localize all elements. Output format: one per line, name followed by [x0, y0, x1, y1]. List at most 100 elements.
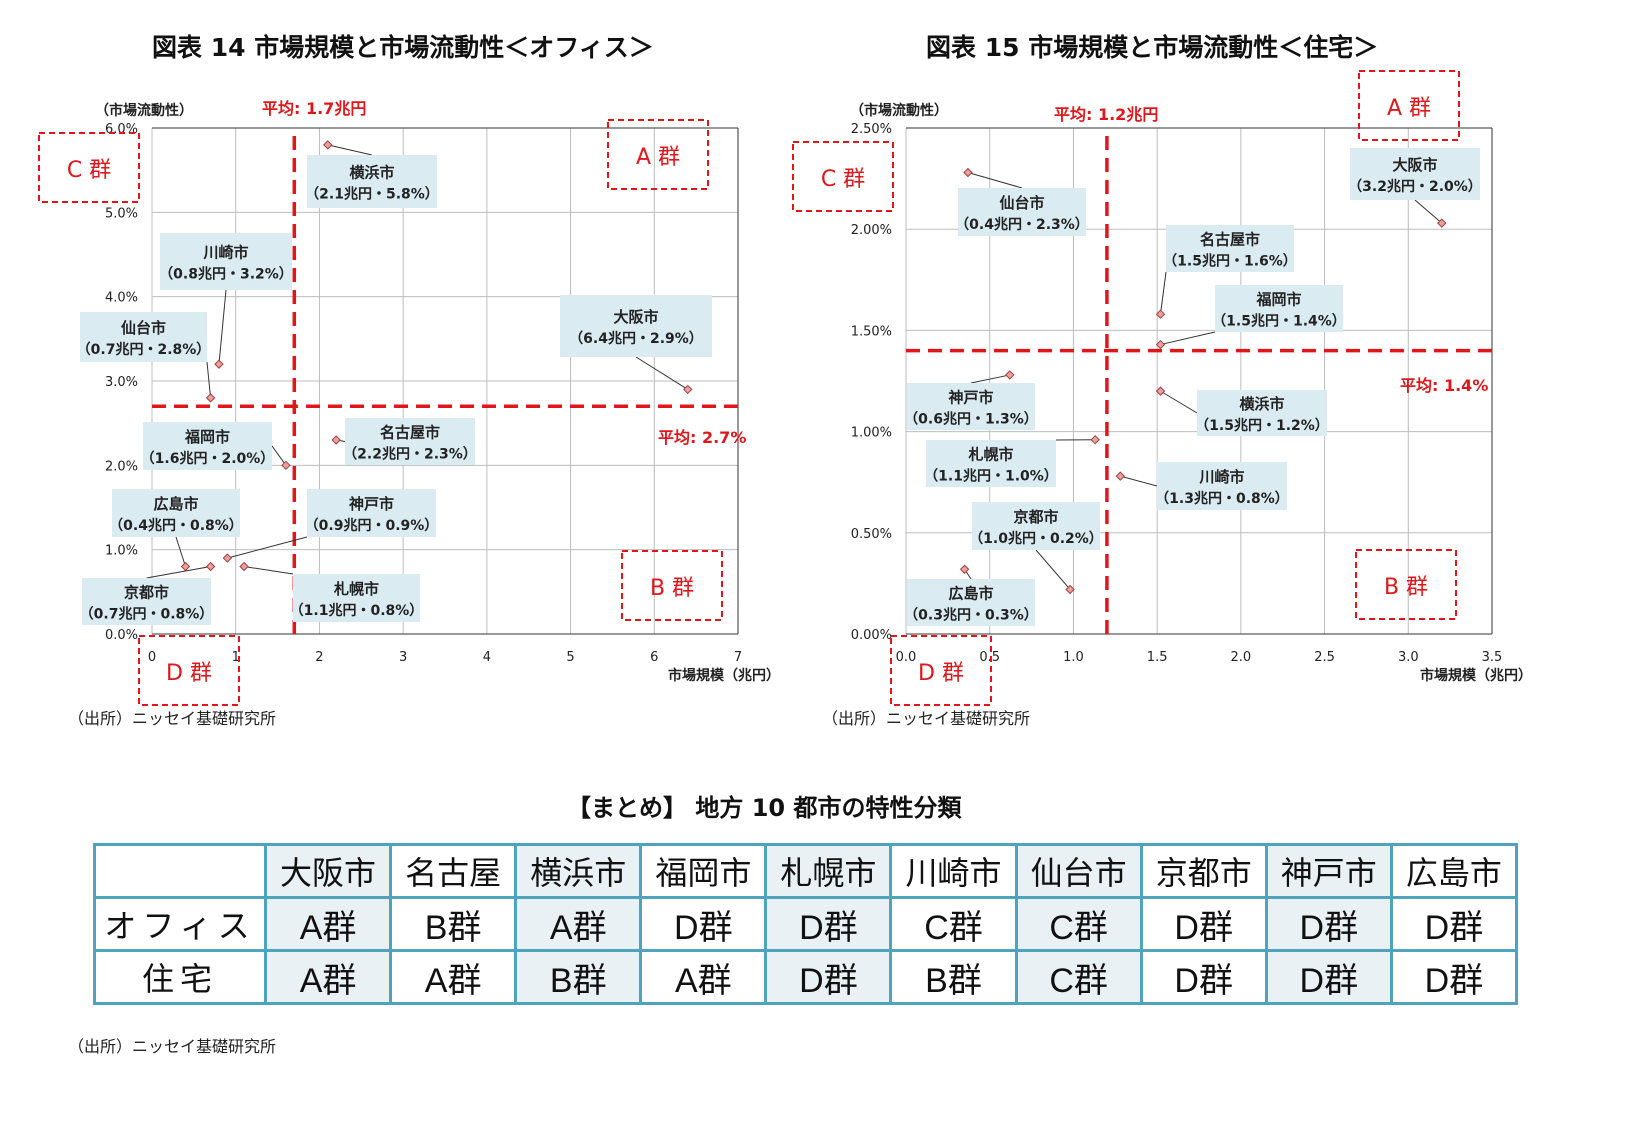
average-y-label: 平均: 2.7% [658, 428, 746, 447]
group-box [792, 141, 894, 212]
column-header: 広島市 [1389, 843, 1519, 899]
x-tick-label: 2.0 [1231, 650, 1252, 665]
x-tick-label: 3.0 [1398, 650, 1419, 665]
data-label-box [907, 383, 1035, 430]
table-corner [93, 843, 267, 899]
chart-title-office: 図表 14 市場規模と市場流動性＜オフィス＞ [152, 33, 654, 62]
leader-line [244, 566, 294, 575]
data-label-value: （1.1兆円・0.8%） [290, 603, 424, 619]
data-label-city: 横浜市 [1239, 395, 1284, 413]
data-label-city: 京都市 [1013, 508, 1058, 526]
data-label-city: 福岡市 [1255, 291, 1301, 309]
group-box [38, 132, 140, 203]
group-cell: A群 [263, 896, 393, 952]
y-tick-label: 2.50% [851, 122, 892, 137]
group-box [621, 550, 723, 621]
y-tick-label: 0.50% [851, 527, 892, 542]
group-label: A 群 [636, 145, 680, 170]
y-tick-label: 2.00% [851, 223, 892, 238]
x-tick-label: 4 [483, 650, 491, 665]
leader-line [1160, 390, 1198, 414]
column-header: 大阪市 [263, 843, 393, 899]
x-axis-label: 市場規模（兆円） [668, 667, 780, 684]
row-label: オフィス [93, 896, 267, 952]
data-label-city: 札幌市 [967, 446, 1013, 464]
group-box [890, 635, 992, 706]
y-tick-label: 1.50% [851, 324, 892, 339]
data-label-box [143, 422, 272, 470]
data-label-box [958, 188, 1086, 236]
y-tick-label: 5.0% [105, 206, 138, 221]
data-label-box [345, 418, 475, 465]
group-cell: D群 [1389, 896, 1519, 952]
data-point [205, 393, 216, 403]
data-label-box [1350, 148, 1480, 200]
leader-line [218, 289, 227, 365]
data-label-box [307, 489, 436, 537]
table-header-row: 大阪市名古屋横浜市福岡市札幌市川崎市仙台市京都市神戸市広島市 [93, 843, 1519, 899]
data-label-value: （1.5兆円・1.2%） [1195, 418, 1329, 434]
data-label-city: 名古屋市 [1200, 231, 1260, 249]
data-label-value: （1.5兆円・1.6%） [1163, 254, 1297, 270]
chart-title-housing: 図表 15 市場規模と市場流動性＜住宅＞ [926, 33, 1379, 62]
source-note-summary: （出所）ニッセイ基礎研究所 [68, 1037, 277, 1056]
group-label: A 群 [1387, 96, 1431, 121]
data-label-value: （1.0兆円・0.2%） [969, 531, 1103, 547]
data-label-value: （0.9兆円・0.9%） [305, 518, 439, 534]
group-cell: C群 [889, 896, 1018, 952]
average-x-label: 平均: 1.7兆円 [262, 99, 366, 118]
data-label-box [307, 155, 437, 208]
data-point [331, 435, 341, 445]
data-point [1437, 218, 1447, 228]
data-label-value: （0.7兆円・2.8%） [77, 342, 211, 358]
y-tick-label: 0.00% [851, 628, 892, 643]
group-cell: D群 [1389, 949, 1519, 1005]
group-cell: D群 [1264, 949, 1393, 1005]
data-point [214, 359, 224, 369]
data-point [1155, 309, 1166, 319]
leader-line [1035, 549, 1071, 590]
data-label-value: （0.4兆円・0.8%） [109, 518, 243, 534]
data-label-value: （2.1兆円・5.8%） [305, 187, 439, 203]
group-label: D 群 [166, 661, 212, 686]
data-label-value: （0.6兆円・1.3%） [904, 412, 1038, 428]
leader-line [146, 566, 211, 579]
y-tick-label: 4.0% [105, 291, 138, 306]
data-label-city: 神戸市 [948, 389, 993, 407]
data-point [1155, 339, 1166, 350]
data-label-city: 札幌市 [333, 580, 379, 598]
data-label-city: 大阪市 [1392, 156, 1437, 174]
group-cell: A群 [639, 949, 768, 1005]
group-cell: C群 [1014, 896, 1143, 952]
group-cell: D群 [1139, 896, 1268, 952]
data-label-box [926, 440, 1056, 487]
column-header: 川崎市 [889, 843, 1018, 899]
column-header: 京都市 [1139, 843, 1268, 899]
column-header: 横浜市 [514, 843, 643, 899]
group-cell: D群 [764, 949, 893, 1005]
column-header: 札幌市 [764, 843, 893, 899]
x-tick-label: 7 [734, 650, 742, 665]
data-point [1115, 471, 1126, 481]
group-label: C 群 [67, 158, 111, 183]
data-label-box [1166, 225, 1294, 272]
data-point [963, 167, 973, 178]
group-cell: C群 [1014, 949, 1143, 1005]
column-header: 仙台市 [1014, 843, 1143, 899]
column-header: 福岡市 [639, 843, 768, 899]
x-tick-label: 6 [650, 650, 658, 665]
data-label-box [160, 233, 292, 290]
data-point [1065, 584, 1075, 595]
data-point [323, 140, 333, 150]
data-label-value: （1.3兆円・0.8%） [1155, 491, 1289, 507]
data-label-value: （0.3兆円・0.3%） [904, 608, 1038, 624]
group-label: B 群 [650, 576, 694, 601]
leader-line [1414, 199, 1443, 224]
group-cell: A群 [389, 949, 518, 1005]
data-label-city: 京都市 [124, 584, 169, 602]
data-label-box [80, 312, 207, 362]
group-label: C 群 [821, 167, 865, 192]
data-label-city: 横浜市 [349, 164, 394, 182]
